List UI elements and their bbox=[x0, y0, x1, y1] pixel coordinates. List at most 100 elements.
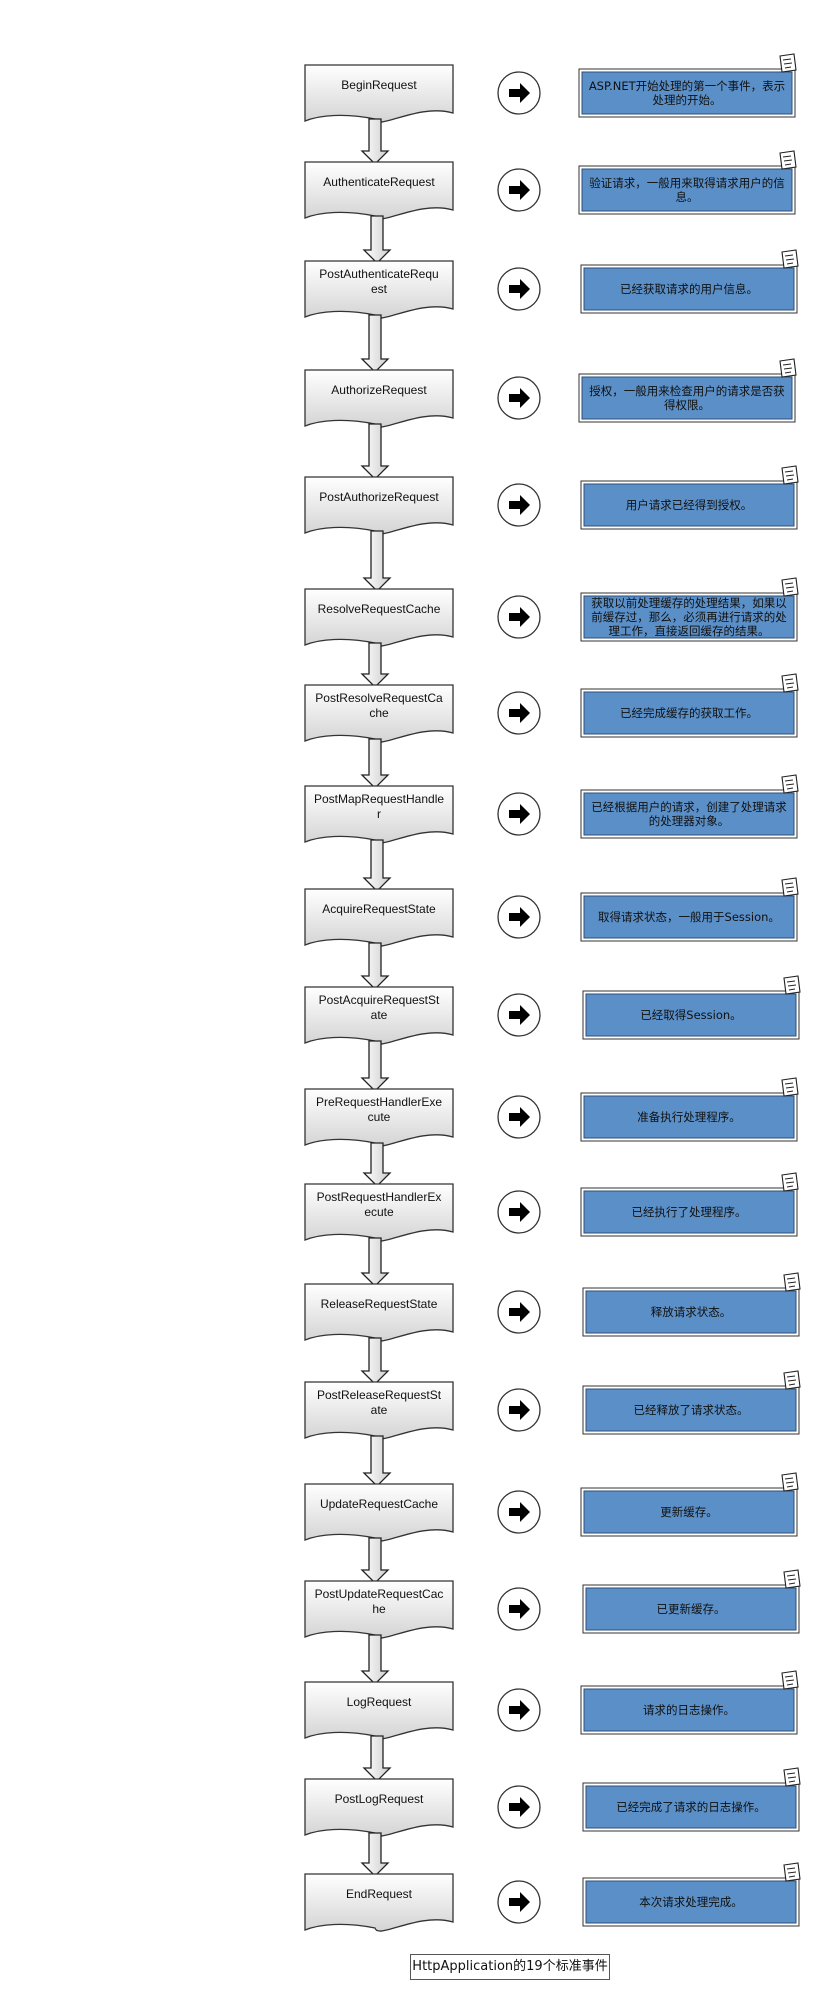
scroll-note-icon bbox=[781, 249, 799, 269]
down-arrow-icon bbox=[362, 839, 392, 892]
event-node bbox=[304, 1483, 454, 1542]
scroll-note-icon bbox=[781, 1472, 799, 1492]
arrow-glyph bbox=[509, 1700, 530, 1720]
scroll-note-icon bbox=[779, 53, 797, 73]
down-arrow-icon bbox=[360, 738, 390, 789]
arrow-glyph bbox=[509, 495, 530, 515]
arrow-glyph bbox=[509, 1005, 530, 1025]
down-arrow-icon bbox=[360, 942, 390, 990]
note-box bbox=[581, 71, 793, 115]
scroll-note-icon bbox=[781, 1077, 799, 1097]
note-box bbox=[583, 792, 795, 836]
down-arrow-icon bbox=[360, 1040, 390, 1092]
event-description: 本次请求处理完成。 bbox=[639, 1895, 743, 1909]
scroll-note-icon bbox=[783, 1767, 801, 1787]
note-box bbox=[585, 1290, 797, 1334]
note-box bbox=[585, 1388, 797, 1432]
event-node bbox=[304, 369, 454, 428]
arrow-glyph bbox=[509, 279, 530, 299]
arrow-glyph bbox=[509, 1797, 530, 1817]
event-description: ASP.NET开始处理的第一个事件，表示处理的开始。 bbox=[589, 79, 785, 107]
event-description: 已经获取请求的用户信息。 bbox=[620, 282, 758, 296]
event-description: 已更新缓存。 bbox=[657, 1602, 726, 1616]
event-name: LogRequest bbox=[347, 1695, 412, 1709]
diagram-caption: HttpApplication的19个标准事件 bbox=[410, 1954, 610, 1980]
event-description: 已经释放了请求状态。 bbox=[634, 1403, 749, 1417]
arrow-glyph bbox=[509, 180, 530, 200]
scroll-note-icon bbox=[781, 577, 799, 597]
event-name: BeginRequest bbox=[341, 78, 417, 92]
down-arrow-icon bbox=[360, 1832, 390, 1877]
scroll-note-icon bbox=[783, 1272, 801, 1292]
down-arrow-icon bbox=[362, 215, 392, 264]
event-row: LogRequest 请求的日志操作。 bbox=[304, 1670, 799, 1782]
note-box bbox=[583, 267, 795, 311]
event-description: 请求的日志操作。 bbox=[643, 1703, 735, 1717]
event-description: 已经完成缓存的获取工作。 bbox=[620, 706, 758, 720]
arrow-glyph bbox=[509, 804, 530, 824]
scroll-note-icon bbox=[779, 358, 797, 378]
note-box bbox=[583, 595, 795, 639]
note-box bbox=[583, 1688, 795, 1732]
arrow-glyph bbox=[509, 703, 530, 723]
note-box bbox=[583, 1190, 795, 1234]
note-box bbox=[585, 1587, 797, 1631]
arrow-glyph bbox=[509, 907, 530, 927]
note-box bbox=[585, 993, 797, 1037]
event-node bbox=[304, 476, 454, 535]
arrow-glyph bbox=[509, 1302, 530, 1322]
down-arrow-icon bbox=[360, 1337, 390, 1385]
arrow-glyph bbox=[509, 1892, 530, 1912]
event-node bbox=[304, 1681, 454, 1740]
event-description: 用户请求已经得到授权。 bbox=[626, 498, 753, 512]
event-name: UpdateRequestCache bbox=[320, 1497, 438, 1511]
scroll-note-icon bbox=[783, 975, 801, 995]
scroll-note-icon bbox=[779, 150, 797, 170]
scroll-note-icon bbox=[781, 877, 799, 897]
event-description: 授权，一般用来检查用户的请求是否获得权限。 bbox=[589, 384, 785, 412]
scroll-note-icon bbox=[781, 774, 799, 794]
arrow-glyph bbox=[509, 1202, 530, 1222]
arrow-glyph bbox=[509, 607, 530, 627]
down-arrow-icon bbox=[362, 1435, 392, 1487]
scroll-note-icon bbox=[781, 673, 799, 693]
down-arrow-icon bbox=[362, 530, 392, 592]
scroll-note-icon bbox=[783, 1862, 801, 1882]
arrow-glyph bbox=[509, 388, 530, 408]
arrow-glyph bbox=[509, 1107, 530, 1127]
event-description: 已经完成了请求的日志操作。 bbox=[616, 1800, 766, 1814]
event-description: 准备执行处理程序。 bbox=[637, 1110, 741, 1124]
down-arrow-icon bbox=[360, 642, 390, 688]
arrow-glyph bbox=[509, 1599, 530, 1619]
event-name: AcquireRequestState bbox=[322, 902, 436, 916]
event-row: BeginRequest ASP.NET开始处理的第一个事件，表示处理的开始。 bbox=[304, 53, 797, 165]
note-box bbox=[583, 691, 795, 735]
note-box bbox=[581, 376, 793, 420]
scroll-note-icon bbox=[781, 465, 799, 485]
down-arrow-icon bbox=[362, 1142, 392, 1187]
event-name: AuthenticateRequest bbox=[323, 175, 435, 189]
down-arrow-icon bbox=[360, 118, 390, 165]
scroll-note-icon bbox=[783, 1569, 801, 1589]
note-box bbox=[583, 895, 795, 939]
event-node bbox=[304, 1873, 454, 1932]
down-arrow-icon bbox=[360, 1634, 390, 1685]
event-node bbox=[304, 1778, 454, 1837]
